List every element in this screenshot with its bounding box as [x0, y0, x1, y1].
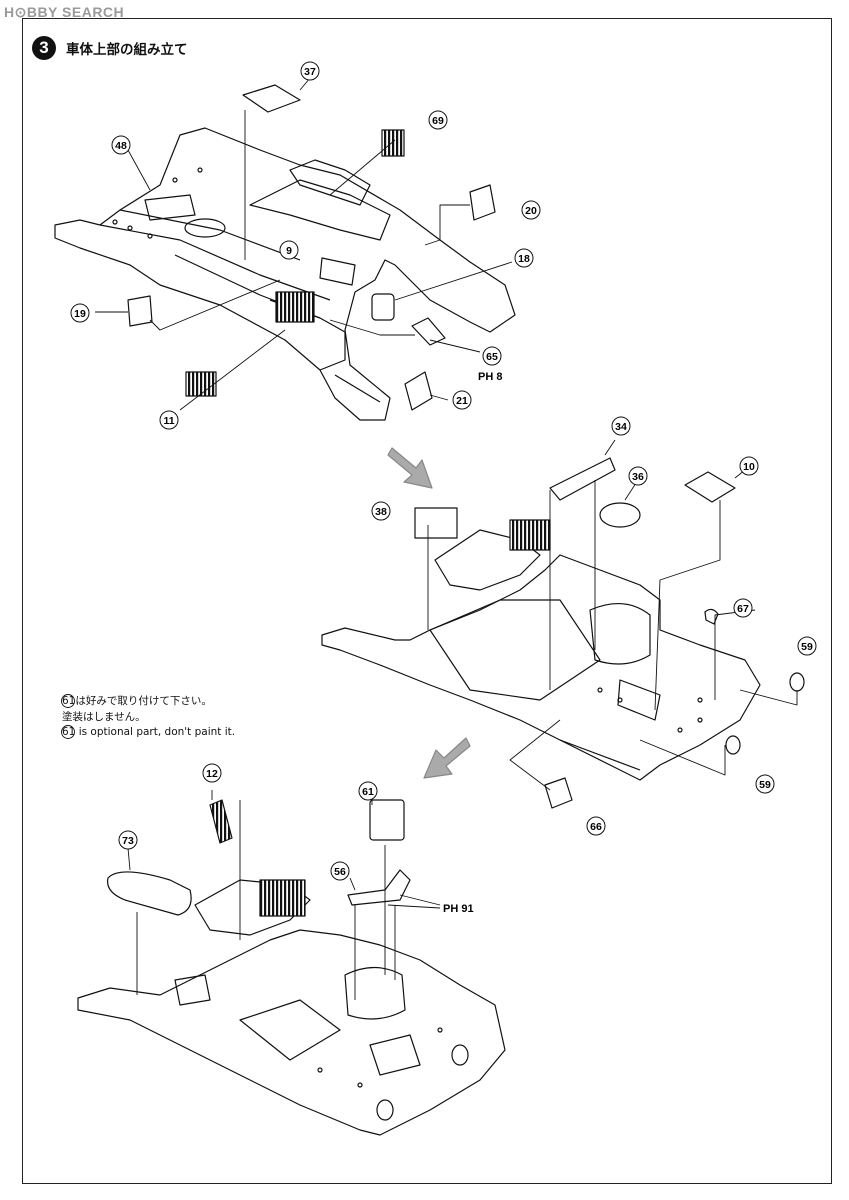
callout-part-38: 38: [371, 501, 391, 521]
callout-part-73: 73: [118, 830, 138, 850]
svg-text:34: 34: [615, 421, 627, 433]
svg-text:59: 59: [759, 779, 771, 791]
svg-text:18: 18: [518, 253, 530, 265]
callout-part-18: 18: [514, 248, 534, 268]
part-69-shape: [381, 129, 405, 157]
callout-part-11: 11: [159, 410, 179, 430]
callout-part-61: 61: [358, 781, 378, 801]
svg-text:61: 61: [362, 786, 374, 798]
part-36-shape: [599, 502, 641, 528]
part-18-shape: [371, 293, 395, 321]
svg-text:10: 10: [743, 461, 755, 473]
part-34-shape: [549, 457, 616, 501]
svg-text:59: 59: [801, 641, 813, 653]
svg-text:38: 38: [375, 506, 387, 518]
part-56-shape: [347, 869, 411, 906]
note-part-markers: [61, 694, 75, 739]
callout-part-21: 21: [452, 390, 472, 410]
page-frame: [22, 18, 832, 1184]
part-66-shape: [544, 777, 573, 809]
step-number: 3: [32, 36, 56, 60]
callout-part-20: 20: [521, 200, 541, 220]
hull-upper-diagram-3: [77, 879, 506, 1136]
step-arrow-2: [423, 737, 471, 779]
step-arrow-1: [387, 447, 433, 489]
part-12-shape: [209, 799, 233, 844]
svg-text:66: 66: [590, 821, 602, 833]
watermark-logo: H⊙BBY SEARCH: [4, 4, 125, 20]
part-73-shape: [107, 871, 192, 916]
hull-upper-diagram-1: [54, 127, 516, 421]
callout-part-69: 69: [428, 110, 448, 130]
svg-text:67: 67: [737, 603, 749, 615]
svg-text:11: 11: [163, 415, 174, 427]
svg-text:69: 69: [432, 115, 444, 127]
svg-text:9: 9: [286, 245, 292, 257]
svg-text:56: 56: [334, 866, 346, 878]
svg-text:PH 8: PH 8: [478, 371, 502, 383]
part-19-shape: [127, 295, 153, 327]
svg-text:21: 21: [456, 395, 468, 407]
part-65-shape: [411, 317, 446, 346]
svg-text:36: 36: [632, 471, 644, 483]
note-line-2: 塗装はしません。: [62, 710, 146, 723]
callout-part-66: 66: [586, 816, 606, 836]
engine-grille-1: [275, 291, 315, 323]
svg-text:48: 48: [115, 140, 127, 152]
part-67-shape: [704, 608, 719, 625]
step-title: 車体上部の組み立て: [66, 42, 188, 58]
callout-part-9: 9: [279, 240, 299, 260]
callout-part-67: 67: [733, 598, 753, 618]
note-line-3: 61 is optional part, don't paint it.: [62, 726, 236, 738]
callout-part-12: 12: [202, 763, 222, 783]
ref-ph8: PH 8: [478, 371, 502, 383]
svg-text:65: 65: [486, 351, 498, 363]
callout-part-48: 48: [111, 135, 131, 155]
callout-part-56: 56: [330, 861, 350, 881]
part-10-shape: [684, 471, 736, 503]
svg-text:37: 37: [304, 66, 316, 78]
callout-part-19: 19: [70, 303, 90, 323]
part-11-shape: [185, 371, 217, 397]
part-61-shape: [369, 799, 405, 841]
svg-text:20: 20: [525, 205, 537, 217]
callout-part-65: 65: [482, 346, 502, 366]
note-line-1: 61は好みで取り付けて下さい。: [62, 695, 212, 707]
callout-part-10: 10: [739, 456, 759, 476]
callout-part-34: 34: [611, 416, 631, 436]
part-38-shape: [414, 507, 458, 539]
part-59-shape-a: [789, 672, 805, 692]
part-callouts: 37 69 48 20 9 18 19 65 21 11 34 10 36 38…: [70, 61, 817, 881]
callout-part-36: 36: [628, 466, 648, 486]
svg-text:73: 73: [122, 835, 134, 847]
callout-part-37: 37: [300, 61, 320, 81]
part-21-shape: [404, 371, 433, 411]
svg-text:PH 91: PH 91: [443, 903, 474, 915]
part-59-shape-b: [725, 735, 741, 755]
callout-part-59-a: 59: [797, 636, 817, 656]
svg-text:12: 12: [206, 768, 218, 780]
callout-part-59-b: 59: [755, 774, 775, 794]
hull-upper-diagram-2: [321, 519, 761, 781]
svg-text:19: 19: [74, 308, 86, 320]
ref-ph91: PH 91: [443, 903, 474, 915]
part-20-shape: [469, 184, 496, 221]
optional-part-note: 61は好みで取り付けて下さい。 塗装はしません。 61 is optional …: [62, 694, 235, 741]
part-9-shape: [319, 257, 356, 286]
part-37-shape: [242, 84, 301, 113]
